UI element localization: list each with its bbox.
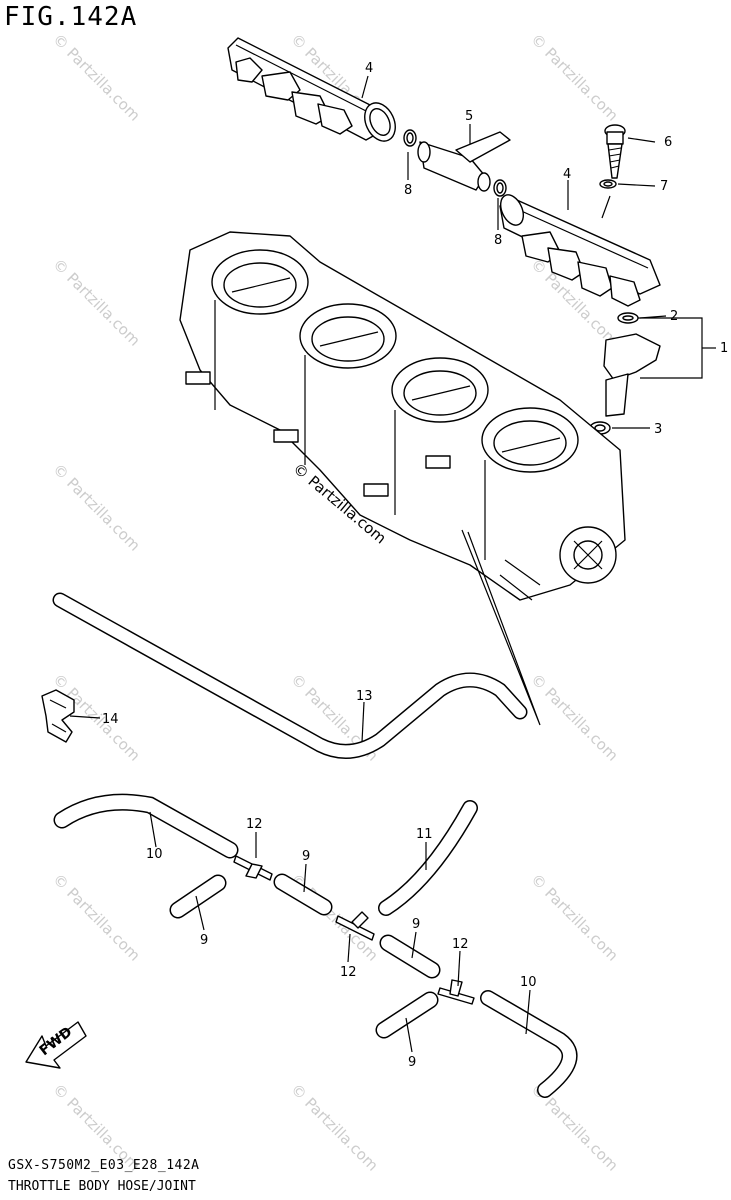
- callout-7: 7: [660, 179, 668, 194]
- watermark-text: © Partzilla.com: [49, 30, 144, 125]
- callout-11: 11: [416, 827, 433, 842]
- watermark-layer: © Partzilla.com © Partzilla.com © Partzi…: [49, 30, 622, 1175]
- figure-title: FIG.142A: [4, 2, 138, 32]
- watermark-text: © Partzilla.com: [527, 870, 622, 965]
- callout-4: 4: [563, 167, 571, 182]
- watermark-text: © Partzilla.com: [49, 255, 144, 350]
- fuel-delivery-pipe-lower: [499, 194, 661, 307]
- callout-13: 13: [356, 689, 373, 704]
- callout-5: 5: [465, 109, 473, 124]
- callout-12: 12: [340, 965, 357, 980]
- callout-9: 9: [412, 917, 420, 932]
- washer: [599, 179, 617, 189]
- screw: [604, 124, 626, 179]
- watermark-text: © Partzilla.com: [527, 30, 622, 125]
- watermark-text: © Partzilla.com: [527, 670, 622, 765]
- leader-lines: [69, 75, 716, 1053]
- callout-labels: 1 2 3 4 4 5 6 7 8 8 9 9 9 9 10 10 11 12 …: [102, 61, 728, 1070]
- callout-12: 12: [246, 817, 263, 832]
- t-joint: [437, 979, 475, 1005]
- callout-3: 3: [654, 422, 662, 437]
- figure-code: GSX-S750M2_E03_E28_142A: [8, 1158, 200, 1173]
- figure-caption: THROTTLE BODY HOSE/JOINT: [8, 1179, 196, 1194]
- o-ring-lower: [493, 179, 507, 197]
- callout-12: 12: [452, 937, 469, 952]
- hose-right-curved: [480, 990, 578, 1098]
- fuel-injector: [589, 312, 661, 435]
- callout-2: 2: [670, 309, 678, 324]
- callout-14: 14: [102, 712, 119, 727]
- hose-left-curved: [53, 793, 239, 859]
- callout-9: 9: [302, 849, 310, 864]
- hose-long: [52, 592, 528, 759]
- hose-short: [273, 873, 333, 916]
- callout-10: 10: [520, 975, 537, 990]
- callout-8: 8: [404, 183, 412, 198]
- hose-upper-right: [378, 800, 478, 916]
- hose-short: [379, 934, 441, 979]
- o-ring-upper: [403, 129, 417, 147]
- callout-4: 4: [365, 61, 373, 76]
- fuel-delivery-pipe-upper: [227, 37, 396, 142]
- callout-6: 6: [664, 135, 672, 150]
- hose-short: [375, 991, 439, 1039]
- t-joint: [335, 911, 375, 941]
- watermark-text: © Partzilla.com: [49, 870, 144, 965]
- callout-9: 9: [408, 1055, 416, 1070]
- watermark-text: © Partzilla.com: [49, 460, 144, 555]
- t-joint: [233, 855, 273, 881]
- hose-clamp: [41, 689, 75, 743]
- callout-10: 10: [146, 847, 163, 862]
- callout-8: 8: [494, 233, 502, 248]
- callout-9: 9: [200, 933, 208, 948]
- hose-routing-pointer: [461, 529, 541, 726]
- fuel-joint: [417, 131, 511, 192]
- forward-direction-arrow: FWD: [25, 1021, 87, 1069]
- hose-short: [169, 874, 227, 919]
- callout-1: 1: [720, 341, 728, 356]
- throttle-body-assembly: [179, 231, 626, 601]
- watermark-text: © Partzilla.com: [287, 1080, 382, 1175]
